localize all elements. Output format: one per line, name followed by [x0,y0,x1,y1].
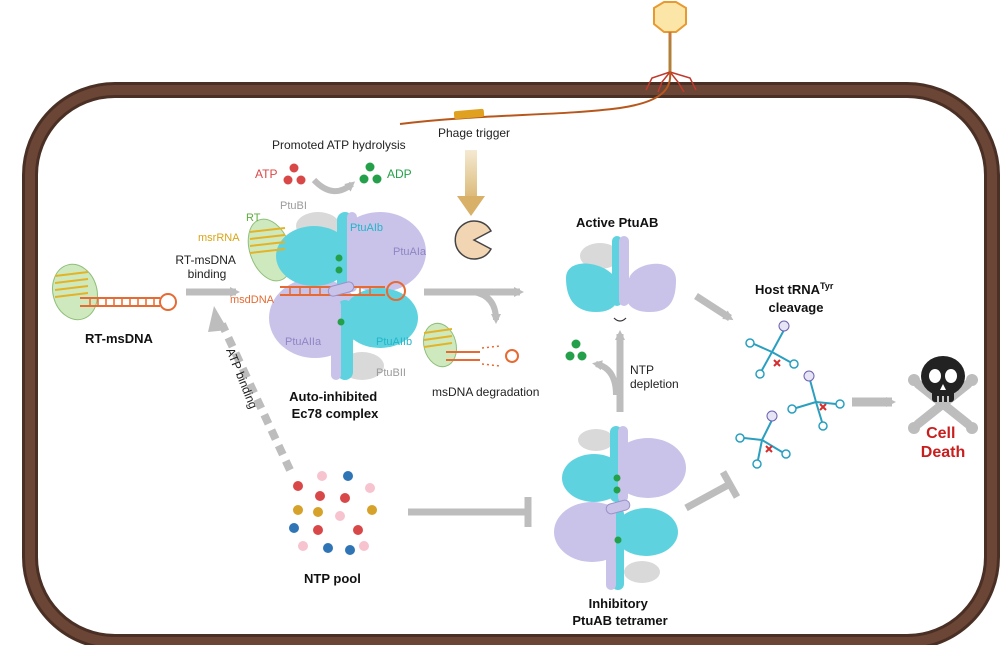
atp-binding-arrow [218,322,294,472]
ntp-pool-dots [289,471,377,555]
promoted-atp-hydrolysis-label: Promoted ATP hydrolysis [272,138,406,152]
phage-trigger-segment [453,108,485,120]
degradation-branch-arrow [473,289,501,324]
ntp-pool-label: NTP pool [304,571,361,586]
phage-trigger-label: Phage trigger [438,126,510,140]
trna-icon [735,410,791,469]
active-ptuab-dimer [566,236,676,322]
ntp-depletion-label: NTP depletion [630,363,679,391]
atp-label: ATP [255,167,277,181]
msdna-degradation-label: msDNA degradation [432,385,539,399]
msrna-label: msrRNA [198,232,240,244]
adp-label: ADP [387,167,412,181]
rt-label: RT [246,212,261,224]
bacteriophage-icon [645,1,697,93]
ntp-inhibition-connector [408,497,532,527]
phage-trigger-arrow [457,150,485,216]
adp-molecules [359,162,382,184]
rt-msdna-binding-label: RT-msDNA binding [175,253,238,281]
msdna-label: msdDNA [230,294,275,306]
trna-icon [745,320,799,379]
degraded-msdna [423,322,519,368]
rt-msdna-label: RT-msDNA [85,331,154,346]
atp-binding-arrowhead [208,306,228,332]
depleted-ntp-dots [565,339,587,361]
trna-icon [787,370,845,431]
auto-inhibited-label: Auto-inhibited Ec78 complex [289,389,381,421]
rt-msdna-complex [52,263,177,321]
host-trna-cleavage-label: Host tRNATyr cleavage [755,277,837,315]
tetramer-inhibition-connector [684,470,741,512]
cell-death-label: Cell Death [921,425,965,461]
cell-membrane [22,82,1000,645]
active-ptuab-label: Active PtuAB [576,215,658,230]
cleavage-arrow [694,293,734,321]
ptuaiib-label: PtuAIIb [376,336,412,348]
inhibitory-tetramer-label: Inhibitory PtuAB tetramer [572,596,667,628]
ptuaib-label: PtuAIb [350,222,383,234]
atp-molecules [283,163,306,185]
ntp-depletion-branch-arrow [592,360,619,396]
atp-to-adp-arrow [311,177,356,194]
ptuaiia-label: PtuAIIa [285,336,322,348]
ptuaia-label: PtuAIa [393,246,427,258]
auto-inhibited-ec78-complex [247,212,426,380]
inhibitory-ptuab-tetramer [554,426,686,590]
pacman-nuclease-icon [454,220,493,260]
ptubii-label: PtuBII [376,367,406,379]
atp-binding-label: ATP binding [223,346,260,411]
skull-crossbones-icon [908,356,978,434]
ptubi-label: PtuBI [280,200,307,212]
